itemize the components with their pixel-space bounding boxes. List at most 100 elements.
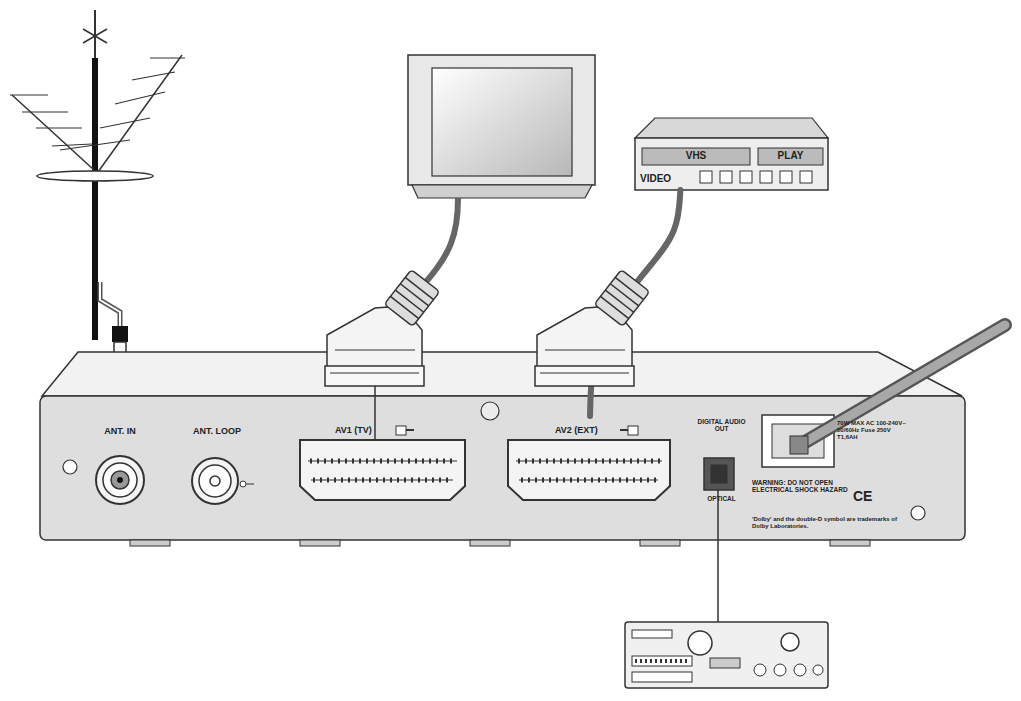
antenna-part (132, 72, 175, 80)
receiver-housing-part (63, 460, 77, 474)
antenna-loop: ANT. LOOP (178, 420, 256, 506)
node-text: OPTICAL (693, 495, 750, 502)
receiver-back-panel: ANT. IN ANT. LOOP AV1 (TV) AV2 (EXT) DIGITAL… (40, 396, 965, 540)
antenna-part (150, 57, 185, 58)
node-text: WARNING: DO NOT OPEN ELECTRICAL SHOCK HA… (752, 479, 852, 494)
scart-plug (535, 270, 650, 386)
loop-socket-part (246, 484, 254, 485)
loop-socket-part (192, 458, 238, 504)
receiver-housing-part (640, 540, 680, 546)
scart-socket-av2-part (516, 461, 662, 462)
scart-socket: AV2 (EXT) (505, 416, 675, 506)
video-recorder: VHS PLAY VIDEO (635, 118, 828, 190)
antenna-part (92, 58, 98, 340)
scart-socket-av1 (300, 426, 465, 500)
antenna-part (112, 326, 128, 342)
receiver-housing-part (481, 402, 499, 420)
scart-plug (325, 270, 440, 386)
antenna-part (52, 144, 92, 146)
signal-cable (590, 190, 680, 416)
video-recorder-part (642, 148, 750, 165)
video-recorder (635, 118, 828, 190)
scart-socket-av2-part (508, 440, 670, 500)
antenna-part (115, 92, 165, 104)
scart-socket-av1-part (300, 440, 465, 500)
receiver-housing-part (911, 506, 925, 520)
receiver-housing-part (40, 396, 965, 540)
power-socket-part (762, 415, 834, 467)
antenna-socket-part (96, 456, 144, 504)
node-text: VHS (642, 150, 750, 162)
video-recorder-part (635, 138, 828, 190)
scart-socket-av1-part (406, 429, 414, 431)
receiver-housing (40, 352, 965, 546)
node-text: AV2 (EXT) (555, 425, 655, 435)
loop-socket-part (240, 481, 246, 487)
amplifier-part (813, 665, 823, 675)
optical-socket (704, 458, 734, 622)
amplifier-part (635, 659, 690, 663)
antenna-socket-part (111, 471, 129, 489)
amplifier-part (794, 664, 806, 676)
node-text: VIDEO (640, 173, 700, 185)
receiver-housing-part (300, 540, 340, 546)
scart-socket-av2-part (519, 480, 658, 481)
receiver-housing-part (470, 540, 510, 546)
video-recorder-part (720, 171, 732, 183)
antenna-part (100, 118, 150, 128)
optical-socket-part (717, 490, 719, 622)
scart-socket-av2 (508, 426, 670, 500)
amplifier-part (774, 664, 786, 676)
antenna-socket-part (117, 477, 123, 483)
amplifier-part (710, 658, 740, 668)
node-text: DIGITAL AUDIO OUT (693, 418, 750, 433)
video-recorder-part (740, 171, 752, 183)
antenna-part (100, 282, 120, 327)
television-part (432, 68, 572, 176)
scart-socket-av1-part (308, 461, 457, 462)
loop-socket-part (199, 465, 231, 497)
optical-output: DIGITAL AUDIO OUT OPTICAL (693, 418, 750, 508)
receiver-housing-part (130, 540, 170, 546)
video-recorder-part (760, 171, 772, 183)
amplifier-part (688, 631, 712, 655)
antenna-part (12, 95, 94, 170)
antenna-part (83, 29, 107, 43)
power-socket-part (800, 325, 1005, 445)
av1-lead (374, 386, 376, 440)
television-part (412, 185, 592, 198)
antenna-socket-part (103, 463, 137, 497)
video-recorder-part (700, 171, 712, 183)
loop-socket (192, 458, 254, 504)
certification-mark: CE (853, 488, 893, 504)
scart-socket-av1-part (396, 426, 406, 435)
video-recorder-part (800, 171, 812, 183)
node-text: PLAY (758, 150, 823, 162)
power-socket-part (790, 436, 808, 454)
node-text: AV1 (TV) (335, 425, 435, 435)
node-text: 'Dolby' and the double-D symbol are trad… (752, 516, 902, 530)
antenna-part (36, 127, 82, 128)
node-text: 70W MAX AC 100-240V~ 50/60Hz Fuse 250V T… (837, 420, 907, 441)
antenna-part (100, 282, 120, 327)
amplifier-part (632, 630, 672, 638)
scart-socket-av2-part (620, 429, 628, 431)
amplifier-part (754, 664, 766, 676)
receiver-housing-part (830, 540, 870, 546)
node-text: ANT. IN (85, 426, 155, 436)
optical-socket-part (704, 458, 734, 490)
scart-socket: AV1 (TV) (295, 416, 470, 506)
antenna-part (98, 55, 182, 172)
amplifier-part (632, 672, 692, 682)
tv-cable (424, 198, 458, 284)
power-socket-part (800, 325, 1005, 445)
connectors (590, 190, 680, 416)
optical-socket-part (711, 465, 727, 483)
amplifier-part (632, 656, 692, 666)
scart-socket-av2-part (628, 426, 638, 435)
television-part (408, 55, 595, 185)
